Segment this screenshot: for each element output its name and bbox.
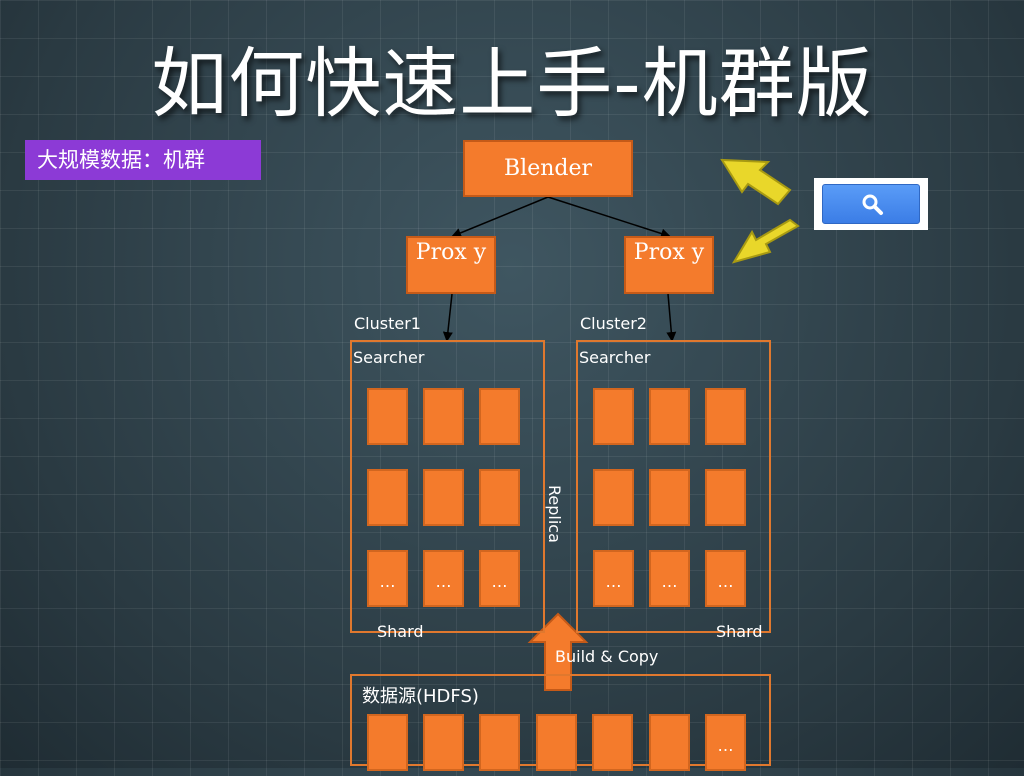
replica-label: Replica — [545, 485, 564, 543]
cluster1-label: Cluster1 — [354, 314, 421, 333]
search-widget — [814, 178, 928, 230]
shard-c2-r2-c3 — [705, 469, 746, 526]
cluster2-shard-label: Shard — [716, 622, 763, 641]
shard-c1-r2-c3 — [479, 469, 520, 526]
arrow-blender-proxy1 — [451, 196, 549, 238]
datasource-block-7: … — [705, 714, 746, 771]
build-copy-up-arrow — [527, 612, 589, 691]
cluster1-shard-label: Shard — [377, 622, 424, 641]
arrow-proxy2-cluster2 — [666, 293, 677, 342]
shard-c1-r1-c3 — [479, 388, 520, 445]
slide-title: 如何快速上手-机群版 — [151, 39, 873, 128]
search-button[interactable] — [822, 184, 920, 224]
subtitle-badge: 大规模数据：机群 — [25, 140, 261, 180]
yellow-arrow-to-blender — [720, 158, 792, 206]
datasource-label: 数据源(HDFS) — [362, 686, 479, 707]
proxy-node-1: Prox y — [406, 236, 496, 294]
cluster2-box — [576, 340, 771, 633]
arrow-proxy1-cluster1 — [442, 293, 453, 342]
shard-c2-r3-c3: … — [705, 550, 746, 607]
shard-c1-r2-c1 — [367, 469, 408, 526]
blender-node: Blender — [463, 140, 633, 197]
shard-c2-r1-c3 — [705, 388, 746, 445]
datasource-block-1 — [367, 714, 408, 771]
datasource-block-5 — [592, 714, 633, 771]
arrow-blender-proxy2 — [547, 196, 671, 239]
shard-c2-r2-c1 — [593, 469, 634, 526]
cluster2-label: Cluster2 — [580, 314, 647, 333]
datasource-block-4 — [536, 714, 577, 771]
shard-c2-r1-c2 — [649, 388, 690, 445]
yellow-arrow-to-proxy — [731, 218, 800, 264]
datasource-block-6 — [649, 714, 690, 771]
shard-c2-r3-c1: … — [593, 550, 634, 607]
shard-c2-r1-c1 — [593, 388, 634, 445]
shard-c1-r3-c2: … — [423, 550, 464, 607]
cluster1-searcher-label: Searcher — [353, 348, 425, 367]
build-copy-label: Build & Copy — [555, 647, 659, 666]
shard-c1-r1-c2 — [423, 388, 464, 445]
shard-c1-r1-c1 — [367, 388, 408, 445]
cluster1-box — [350, 340, 545, 633]
shard-c1-r3-c3: … — [479, 550, 520, 607]
shard-c1-r3-c1: … — [367, 550, 408, 607]
cluster2-searcher-label: Searcher — [579, 348, 651, 367]
datasource-block-3 — [479, 714, 520, 771]
shard-c1-r2-c2 — [423, 469, 464, 526]
shard-c2-r2-c2 — [649, 469, 690, 526]
proxy-node-2: Prox y — [624, 236, 714, 294]
search-icon — [862, 194, 883, 215]
shard-c2-r3-c2: … — [649, 550, 690, 607]
datasource-block-2 — [423, 714, 464, 771]
